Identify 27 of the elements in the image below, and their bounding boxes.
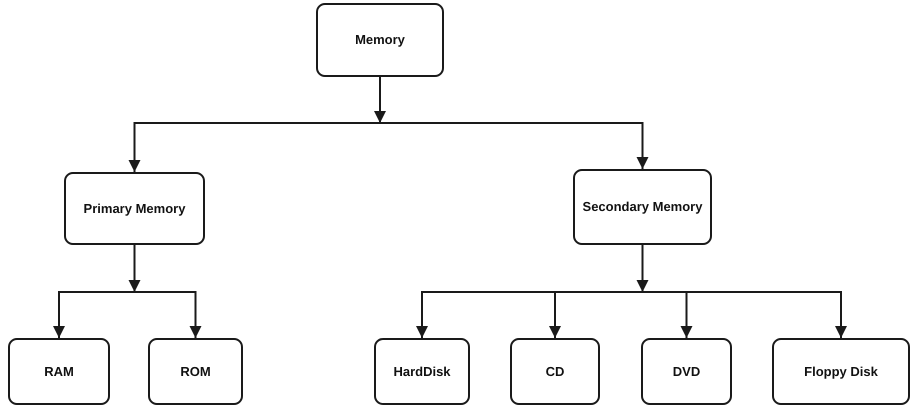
memory-box xyxy=(772,338,910,405)
memory-box xyxy=(148,338,243,405)
arrow xyxy=(636,245,648,292)
arrow xyxy=(53,291,134,338)
node-label: Floppy Disk xyxy=(804,362,878,380)
arrow xyxy=(642,291,847,338)
memory-box xyxy=(316,3,444,77)
memory-box xyxy=(8,338,110,405)
memory-box xyxy=(510,338,600,405)
memory-box xyxy=(374,338,470,405)
node-label: DVD xyxy=(672,362,700,380)
node-label: RAM xyxy=(44,362,74,380)
arrow xyxy=(128,122,380,172)
memory-box xyxy=(573,169,712,245)
node-label: Primary Memory xyxy=(84,200,186,218)
node-label: CD xyxy=(546,362,564,380)
memory-box xyxy=(641,338,732,405)
node-label: Memory xyxy=(355,31,405,49)
node-label: Secondary Memory xyxy=(582,198,702,216)
arrow xyxy=(374,77,386,123)
node-label: HardDisk xyxy=(393,362,451,380)
arrow xyxy=(134,291,202,338)
node-label: ROM xyxy=(180,362,211,380)
arrow xyxy=(549,291,642,338)
arrow xyxy=(380,122,648,169)
memory-box xyxy=(64,172,205,245)
arrow xyxy=(128,245,140,292)
